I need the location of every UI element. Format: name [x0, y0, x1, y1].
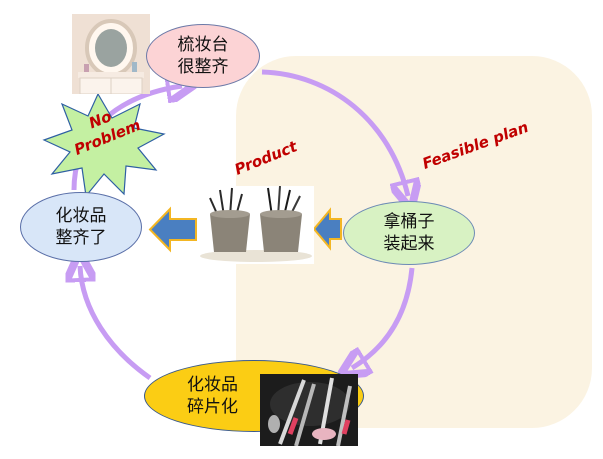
block-arrow-to-product — [312, 207, 342, 251]
node-organized-cosmetics: 化妆品 整齐了 — [20, 192, 142, 262]
node-bucket-storage-line2: 装起来 — [383, 234, 435, 254]
cycle-arrow-right-to-bottom — [352, 267, 415, 368]
node-organized-cosmetics-line1: 化妆品 — [55, 206, 107, 226]
node-tidy-dresser-line2: 很整齐 — [177, 57, 229, 77]
cycle-arrow-top-to-right — [261, 69, 408, 196]
node-tidy-dresser-line1: 梳妆台 — [177, 35, 229, 55]
node-bucket-storage: 拿桶子 装起来 — [343, 201, 475, 265]
cycle-arrow-bottom-to-left — [80, 266, 152, 381]
node-scattered-cosmetics-line1: 化妆品 — [187, 375, 238, 395]
node-scattered-cosmetics-line2: 碎片化 — [187, 397, 238, 417]
vanity-mirror-image — [72, 14, 150, 94]
node-tidy-dresser: 梳妆台 很整齐 — [146, 24, 260, 88]
node-scattered-cosmetics: 化妆品 碎片化 — [144, 360, 364, 432]
no-problem-burst — [42, 92, 166, 198]
brush-cups-image — [198, 186, 314, 264]
node-bucket-storage-line1: 拿桶子 — [383, 212, 435, 232]
block-arrow-to-left-node — [148, 206, 197, 253]
node-organized-cosmetics-line2: 整齐了 — [55, 228, 107, 248]
